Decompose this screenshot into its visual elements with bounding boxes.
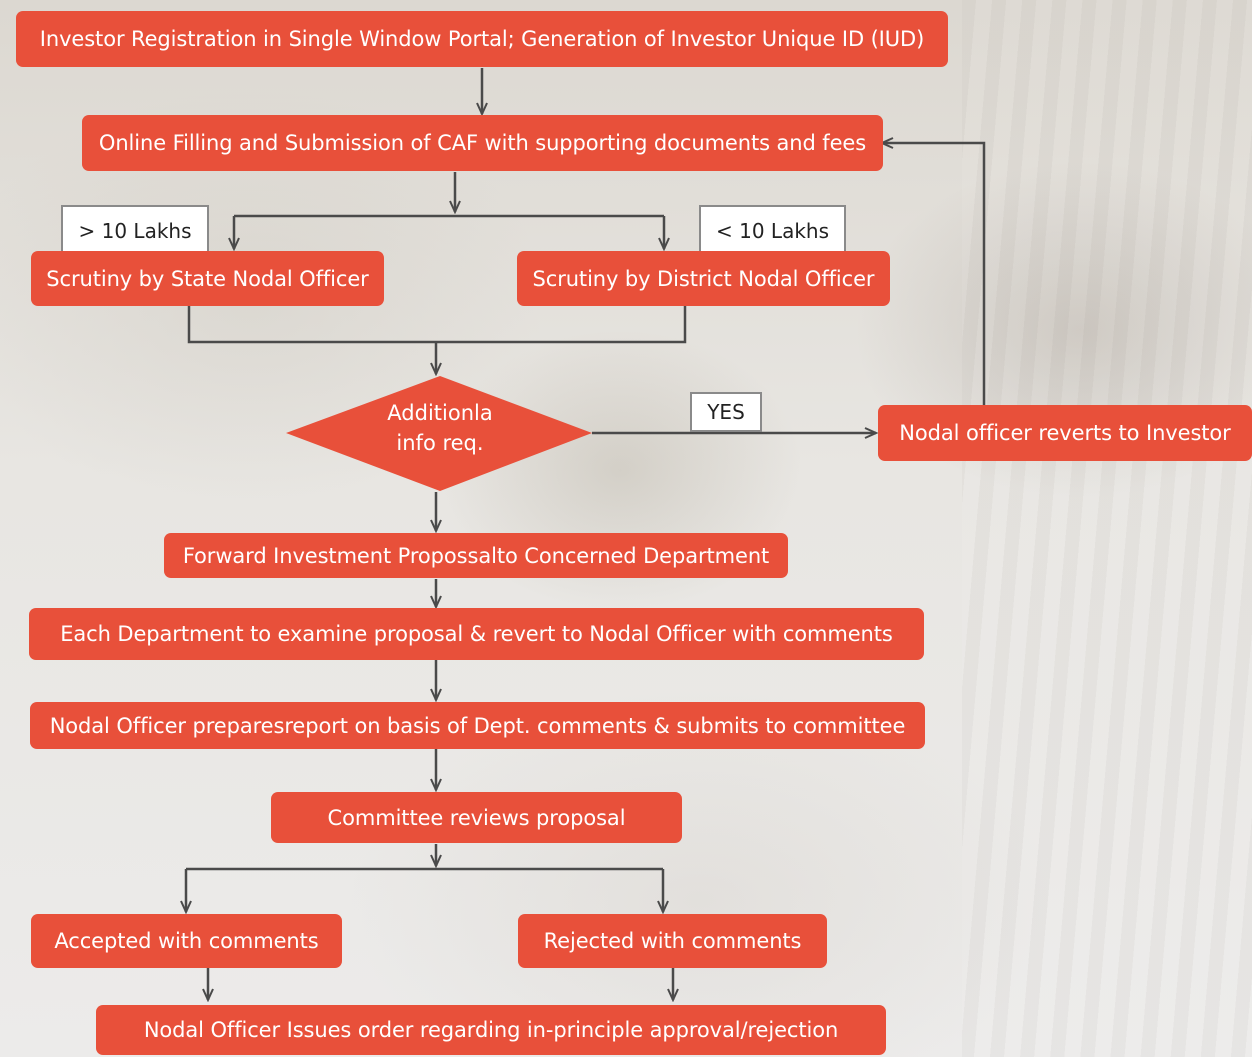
decision-text-line2: info req. xyxy=(396,431,484,455)
step-state-scrutiny: Scrutiny by State Nodal Officer xyxy=(31,251,384,306)
label-yes: YES xyxy=(690,392,762,432)
step-accepted: Accepted with comments xyxy=(31,914,342,968)
label-above-10-lakhs: > 10 Lakhs xyxy=(61,205,209,256)
step-district-scrutiny: Scrutiny by District Nodal Officer xyxy=(517,251,890,306)
decision-text: Additionla info req. xyxy=(346,398,534,458)
step-nodal-report: Nodal Officer preparesreport on basis of… xyxy=(30,702,925,749)
background-texture xyxy=(962,0,1252,1057)
step-rejected: Rejected with comments xyxy=(518,914,827,968)
step-forward-proposal: Forward Investment Propossalto Concerned… xyxy=(164,533,788,578)
step-committee-review: Committee reviews proposal xyxy=(271,792,682,843)
loop-back-line xyxy=(882,143,986,405)
label-below-10-lakhs: < 10 Lakhs xyxy=(699,205,846,256)
step-registration: Investor Registration in Single Window P… xyxy=(16,11,948,67)
step-department-examine: Each Department to examine proposal & re… xyxy=(29,608,924,660)
step-nodal-reverts: Nodal officer reverts to Investor xyxy=(878,405,1252,461)
step-final-order: Nodal Officer Issues order regarding in-… xyxy=(96,1005,886,1055)
merge-line xyxy=(187,306,687,344)
decision-text-line1: Additionla xyxy=(387,401,493,425)
step-caf-submission: Online Filling and Submission of CAF wit… xyxy=(82,115,883,171)
decision-diamond xyxy=(286,376,592,491)
